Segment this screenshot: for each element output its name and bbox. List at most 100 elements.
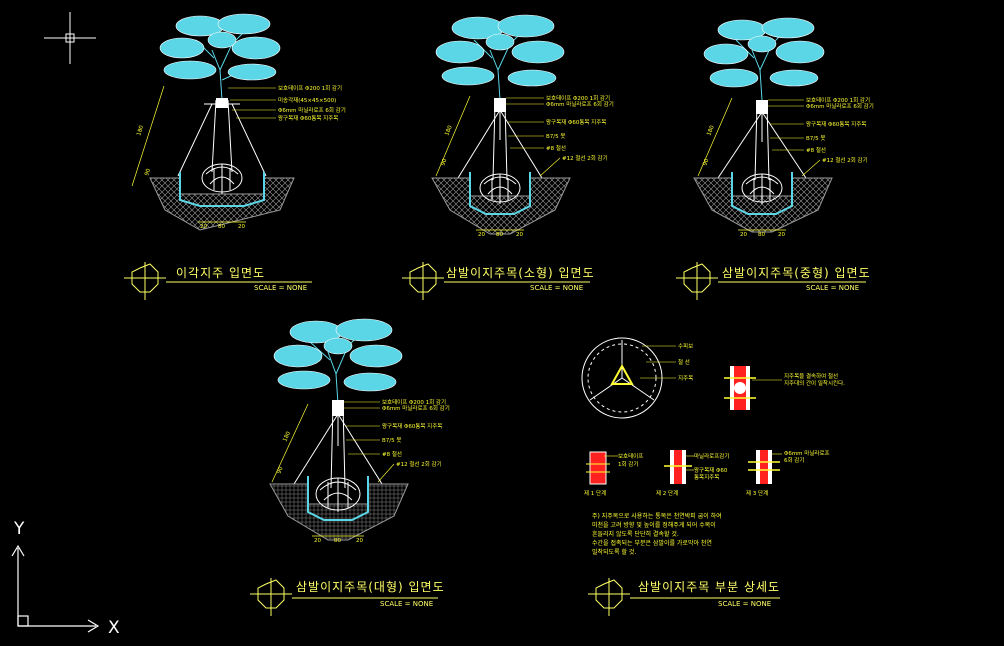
dimension-lines (131, 85, 246, 223)
tape-wrap (756, 100, 768, 114)
elevation-view-4[interactable]: 180 90 20 80 20 보호테이프 Φ200 1회 감기 Φ6mm 마닐… (250, 318, 450, 616)
tree-canopy (273, 318, 403, 405)
step-label: 제 1 단계 (584, 489, 606, 497)
annotation: #12 철선 2회 감기 (396, 460, 442, 468)
annotation: 왕구목재 Φ60통목 지주목 (278, 114, 338, 122)
annotation: B7/5 못 (806, 135, 825, 142)
dim-width-2: 80 (758, 232, 765, 238)
section-marker-icon (124, 262, 312, 300)
view-title: 삼발이지주목(소형) 입면도 (446, 266, 595, 280)
dim-height-1: 180 (444, 124, 454, 136)
annotation: 왕구목재 Φ60통목 지주목 (546, 118, 606, 126)
section-marker-icon (402, 262, 590, 300)
plan-label: 수피보 (678, 342, 693, 350)
annotation: 보호테이프 Φ200 1회 감기 (546, 94, 610, 102)
tree-trunk (754, 103, 770, 181)
step-annotation: 1회 감기 (618, 460, 638, 468)
view-scale: SCALE = NONE (806, 284, 859, 292)
annotation: 왕구목재 Φ60통목 지주목 (806, 120, 866, 128)
tape-wrap (216, 98, 228, 108)
section-marker-icon (588, 578, 780, 616)
step-annotation: Φ6mm 마닐라로프 (784, 449, 830, 457)
tape-wrap (332, 400, 344, 416)
support-stakes (717, 111, 807, 179)
dim-width-2: 80 (218, 224, 225, 230)
annotation: #12 철선 2회 감기 (562, 154, 608, 162)
annotation: 미송각재(45×45×500) (278, 96, 336, 104)
note-line: 밀착되도록 할 것. (592, 548, 636, 556)
joint-note: 지주대의 간이 밀착시킨다. (784, 379, 845, 387)
tree-canopy (159, 13, 281, 101)
root-ball (315, 477, 361, 512)
ucs-axis-icon (11, 544, 100, 633)
dim-width-3: 20 (778, 232, 785, 238)
joint-detail (724, 366, 782, 410)
elevation-view-3[interactable]: 180 90 20 80 20 보호테이프 Φ200 1회 감기 Φ6mm 마닐… (676, 17, 874, 300)
section-marker-icon (250, 578, 438, 616)
step-label: 제 2 단계 (656, 489, 678, 497)
view-title: 삼발이지주목(대형) 입면도 (296, 580, 445, 594)
annotation: #8 철선 (806, 146, 826, 154)
dim-width-2: 80 (334, 538, 341, 544)
annotation: #8 철선 (546, 144, 566, 152)
support-stakes (293, 413, 383, 485)
dim-width-3: 20 (356, 538, 363, 544)
annotation: Φ6mm 마닐라로프 6회 감기 (278, 106, 346, 114)
annotation: #8 철선 (382, 450, 402, 458)
dim-width-1: 20 (200, 224, 207, 230)
step-3 (748, 450, 782, 484)
step-annotation: 왕구목재 Φ60 (694, 466, 728, 474)
annotation-leaders (506, 97, 561, 177)
step-2 (664, 450, 694, 484)
tree-canopy (703, 17, 825, 101)
step-annotation: 6회 감기 (784, 456, 804, 464)
root-ball (201, 163, 243, 194)
step-label: 제 3 단계 (746, 489, 768, 497)
annotation: B7/5 못 (382, 437, 401, 444)
step-annotation: 보호테이프 (618, 452, 643, 460)
soil-pit (149, 172, 295, 231)
joint-note: 지주목을 결속하여 철선 (784, 372, 838, 380)
view-scale: SCALE = NONE (718, 600, 771, 608)
annotation: 보호테이프 Φ200 1회 감기 (382, 398, 446, 406)
view-title: 삼발이지주목(중형) 입면도 (722, 266, 871, 280)
dim-height-1: 180 (136, 124, 145, 136)
tree-trunk (211, 99, 233, 173)
dim-height-1: 180 (706, 124, 716, 136)
dim-height-2: 90 (276, 466, 285, 475)
detail-view[interactable]: 수피보 철 선 지주목 지주목을 결속하여 철선 지주대의 간이 밀착시킨다. … (581, 337, 845, 616)
view-scale: SCALE = NONE (254, 284, 307, 292)
dimension-lines (697, 97, 786, 231)
dim-height-1: 180 (282, 430, 292, 442)
tree-trunk (492, 103, 508, 181)
ucs-x-label: X (108, 618, 120, 638)
step-annotation: 마닐라로프감기 (694, 452, 729, 460)
dim-height-2: 90 (144, 168, 152, 177)
note-line: 수간을 접촉되는 부분은 삼발이를 가로막아 천연 (592, 539, 712, 547)
soil-pit (269, 476, 409, 541)
dim-width-1: 20 (740, 232, 747, 238)
view-scale: SCALE = NONE (530, 284, 583, 292)
plan-leaders (640, 345, 676, 379)
section-marker-icon (676, 262, 866, 300)
dim-width-2: 80 (496, 232, 503, 238)
annotation-leaders (768, 99, 821, 177)
note-line: 미천을 고려 방향 및 높이를 정해주게 되어 수목이 (592, 521, 716, 529)
plan-label: 지주목 (678, 374, 693, 382)
view-title: 이각지주 입면도 (176, 266, 265, 280)
annotation-leaders (344, 401, 395, 483)
ucs-y-label: Y (13, 519, 25, 539)
elevation-view-2[interactable]: 180 90 20 80 20 보호테이프 Φ200 1회 감기 Φ6mm 마닐… (402, 14, 614, 300)
dim-width-3: 20 (516, 232, 523, 238)
support-stakes (457, 109, 543, 179)
elevation-view-1[interactable]: 180 90 20 80 20 보호테이프 Φ200 1회 감기 미송각재(45… (124, 13, 346, 300)
annotation: 보호테이프 Φ200 1회 감기 (806, 96, 870, 104)
soil-pit (431, 172, 571, 235)
annotation: 왕구목재 Φ60통목 지주목 (382, 422, 442, 430)
step-1 (586, 451, 618, 485)
tree-trunk (330, 403, 346, 489)
tree-canopy (435, 14, 565, 101)
annotation: Φ6mm 마닐라로프 6회 감기 (382, 404, 450, 412)
dimension-lines (435, 95, 524, 231)
